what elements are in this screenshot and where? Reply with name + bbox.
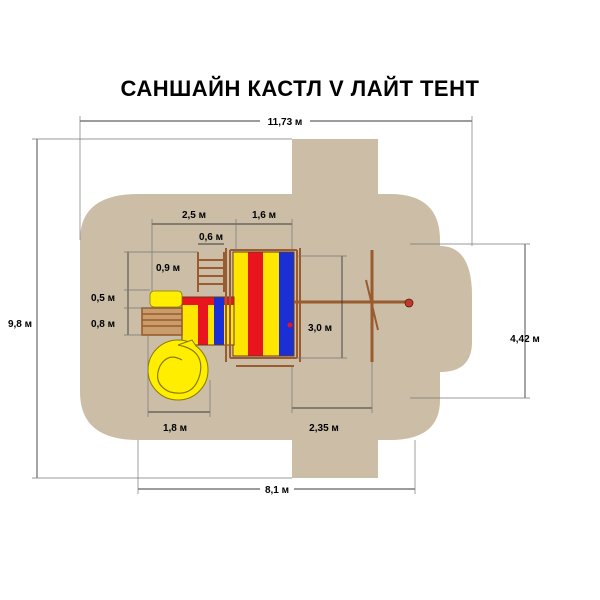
label-top-left-width: 2,5 м — [182, 210, 206, 221]
dimension-labels: 11,73 м 9,8 м 8,1 м 4,42 м 2,5 м 1,6 м 0… — [4, 115, 540, 496]
red-knob — [287, 322, 293, 328]
dimension-lines — [32, 116, 530, 494]
label-left-upper: 0,9 м — [156, 263, 180, 274]
slide-top — [149, 290, 183, 308]
label-overall-height: 9,8 м — [8, 319, 32, 330]
label-left-mid-2: 0,8 м — [91, 319, 115, 330]
page-title: САНШАЙН КАСТЛ V ЛАЙТ ТЕНТ — [120, 76, 480, 101]
ramp-left — [141, 307, 183, 336]
swing-seat — [404, 298, 414, 308]
label-bottom-width: 8,1 м — [265, 485, 289, 496]
spiral-slide — [147, 339, 209, 401]
label-bottom-left: 1,8 м — [163, 423, 187, 434]
tower-frame — [225, 248, 301, 367]
label-inner-top: 0,6 м — [199, 232, 223, 243]
label-left-mid-1: 0,5 м — [91, 293, 115, 304]
ladder-top — [197, 252, 225, 292]
swing-beam — [294, 250, 410, 362]
label-top-right-width: 1,6 м — [252, 210, 276, 221]
label-center-height: 3,0 м — [308, 323, 332, 334]
label-overall-width: 11,73 м — [268, 117, 303, 128]
label-right-height: 4,42 м — [510, 334, 540, 345]
label-bottom-right: 2,35 м — [309, 423, 339, 434]
tent-roof-main — [232, 251, 295, 357]
